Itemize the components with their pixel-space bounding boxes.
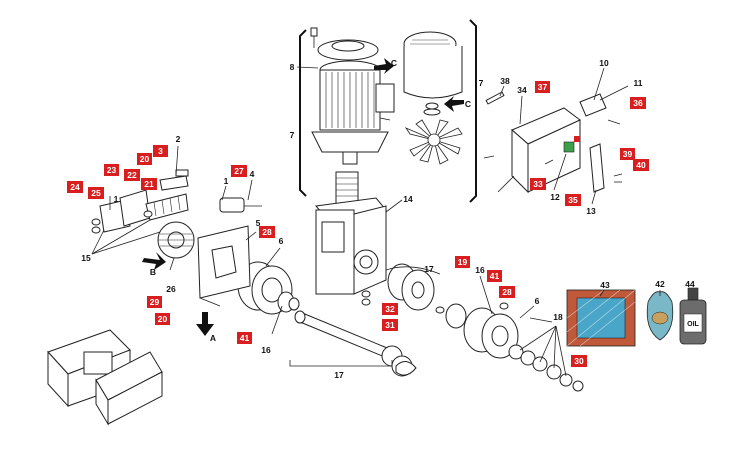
limit-switch — [219, 197, 262, 213]
motor-assembly — [299, 27, 395, 197]
callout-17b: 17 — [334, 370, 344, 380]
callout-6a: 6 — [279, 236, 284, 246]
callout-6b: 6 — [535, 296, 540, 306]
callout-26: 26 — [166, 284, 176, 294]
callout-38: 38 — [500, 76, 510, 86]
plain-labels: 2 1 1 4 5 6 15 B 26 A 16 8 7 C C 7 14 17… — [81, 58, 695, 380]
oil-bottle-label: OIL — [687, 321, 699, 328]
callout-25: 25 — [91, 188, 101, 198]
red-badge-labels: 3 20 23 22 21 24 25 27 28 29 20 41 32 31… — [70, 82, 646, 366]
callout-31: 31 — [385, 320, 395, 330]
red-badges — [67, 81, 649, 367]
callout-10: 10 — [599, 58, 609, 68]
callout-36: 36 — [633, 98, 643, 108]
callout-15: 15 — [81, 253, 91, 263]
callout-30: 30 — [574, 356, 584, 366]
callout-22: 22 — [127, 170, 137, 180]
callout-11: 11 — [634, 78, 643, 88]
callout-2: 2 — [176, 134, 181, 144]
left-coupling — [237, 261, 300, 315]
bracket-18 — [529, 317, 553, 323]
control-box — [47, 329, 163, 426]
callout-37: 37 — [538, 82, 548, 92]
callout-44: 44 — [685, 279, 695, 289]
mounting-plate — [197, 225, 251, 307]
callout-20b: 20 — [158, 314, 168, 324]
callout-34: 34 — [517, 85, 527, 95]
grease-bag — [646, 291, 674, 341]
cover-bracket — [483, 91, 623, 194]
seal-kit — [566, 289, 636, 347]
callout-40: 40 — [636, 160, 646, 170]
callout-18: 18 — [553, 312, 563, 322]
callout-24: 24 — [70, 182, 80, 192]
callout-33: 33 — [533, 179, 543, 189]
oil-bottle: OIL — [679, 287, 707, 345]
callout-12: 12 — [550, 192, 560, 202]
bracket-17-bottom — [289, 360, 393, 367]
callout-14: 14 — [403, 194, 413, 204]
output-shaft — [294, 290, 417, 377]
callout-43: 43 — [600, 280, 610, 290]
callout-B: B — [150, 267, 156, 277]
callout-13: 13 — [586, 206, 596, 216]
callout-17a: 17 — [424, 264, 434, 274]
callout-A: A — [210, 333, 216, 343]
callout-8: 8 — [290, 62, 295, 72]
motor-cover-and-fan — [403, 19, 477, 203]
callout-35: 35 — [568, 195, 578, 205]
bracket-17-right — [385, 266, 441, 275]
callout-5: 5 — [256, 218, 261, 228]
callout-28a: 28 — [262, 227, 272, 237]
leader-lines — [91, 66, 661, 377]
callout-19: 19 — [458, 257, 468, 267]
direction-arrows — [142, 58, 464, 336]
gearbox — [315, 171, 387, 295]
callout-7a: 7 — [290, 130, 295, 140]
callout-21: 21 — [144, 179, 154, 189]
callout-C2: C — [465, 99, 471, 109]
callout-7b: 7 — [479, 78, 484, 88]
callout-28b: 28 — [502, 287, 512, 297]
callout-41a: 41 — [240, 333, 250, 343]
callout-16a: 16 — [261, 345, 271, 355]
callout-4: 4 — [250, 169, 255, 179]
callout-1a: 1 — [114, 194, 119, 204]
callout-29: 29 — [150, 297, 160, 307]
fan — [404, 119, 463, 165]
callout-39: 39 — [623, 149, 633, 159]
callout-3: 3 — [158, 146, 163, 156]
right-coupling — [387, 263, 584, 392]
callout-42: 42 — [655, 279, 665, 289]
callout-C1: C — [391, 58, 397, 68]
callout-20a: 20 — [140, 154, 150, 164]
callout-23: 23 — [107, 165, 117, 175]
callout-16b: 16 — [475, 265, 485, 275]
callout-1b: 1 — [224, 176, 229, 186]
callout-32: 32 — [385, 304, 395, 314]
callout-27: 27 — [234, 166, 244, 176]
callout-41b: 41 — [490, 271, 500, 281]
rack-and-pinion — [91, 169, 195, 259]
